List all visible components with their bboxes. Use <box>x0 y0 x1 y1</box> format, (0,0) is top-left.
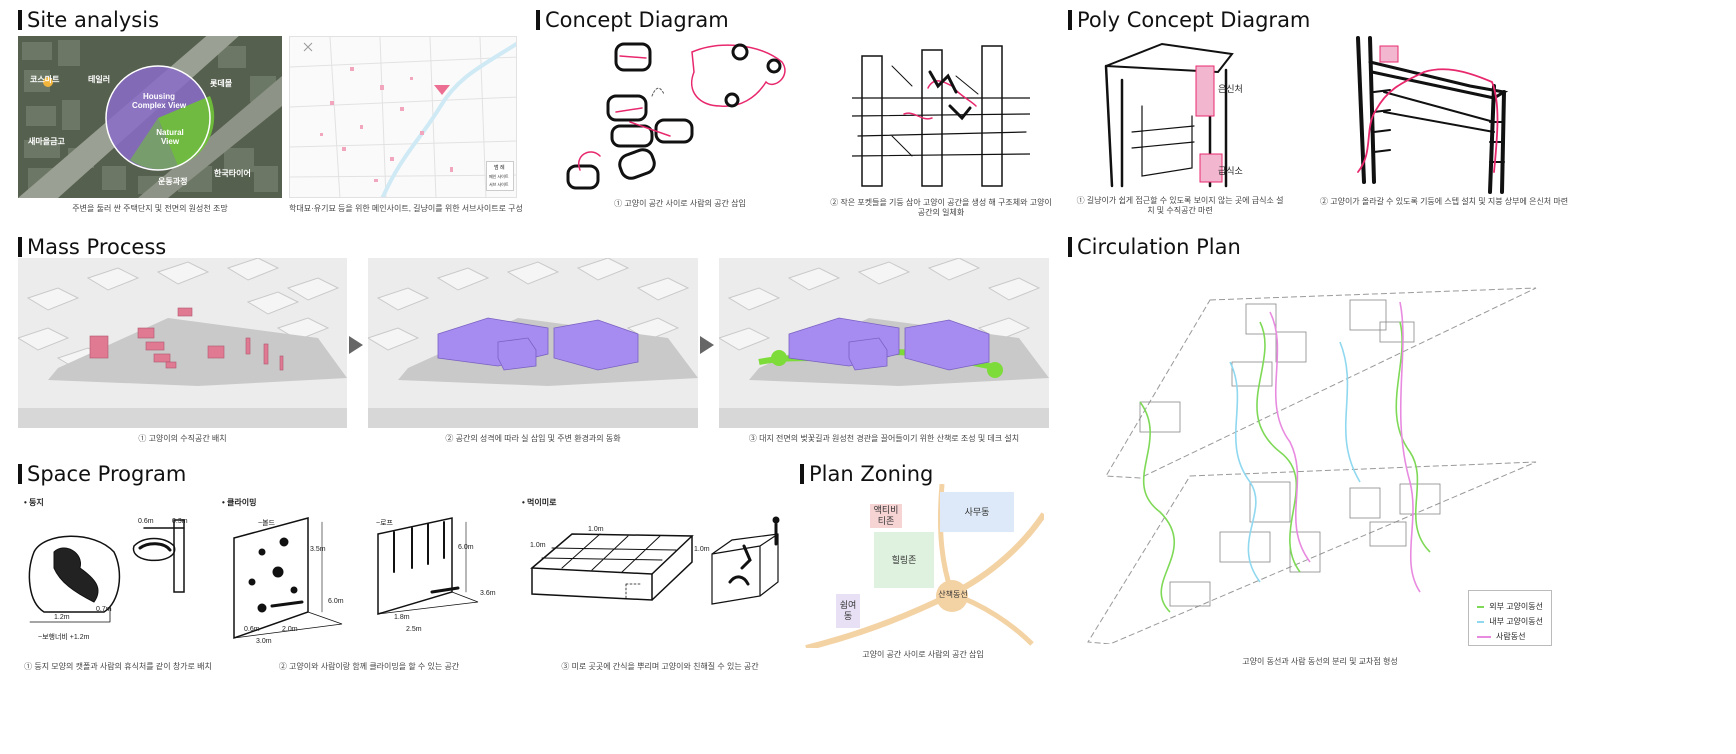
concept-sketch-left <box>560 36 800 196</box>
section-title-space: Space Program <box>18 462 186 486</box>
map-label: 운동과정 <box>158 177 188 186</box>
site-plan-map: 범 례 메인 사이트 서브 사이트 <box>289 36 517 198</box>
poly-caption-left: ① 길냥이가 쉽게 접근할 수 있도록 보이지 않는 곳에 급식소 설치 및 수… <box>1076 196 1284 215</box>
mass-step-2 <box>368 258 698 428</box>
poly-label-feeder: 급식소 <box>1218 166 1243 176</box>
zone-activity: 액티비티존 <box>870 504 902 528</box>
mass-caption-2: ② 공간의 성격에 따라 실 삽입 및 주변 환경과의 동화 <box>445 434 621 443</box>
poly-label-hideout: 은신처 <box>1218 84 1243 94</box>
section-title-zoning: Plan Zoning <box>800 462 933 486</box>
natural-view-label: Natural View <box>156 128 184 146</box>
zone-walkway: 산책동선 <box>938 589 968 599</box>
poly-sketch-left: 은신처 급식소 <box>1092 36 1272 196</box>
map-label: 코스마트 <box>30 75 60 84</box>
mass-arrow-icon <box>700 336 714 354</box>
mass-step-1 <box>18 258 347 428</box>
site-caption-left: 주변을 둘러 싼 주택단지 및 전면의 원성천 조망 <box>72 204 228 213</box>
space-caption-2: ② 고양이와 사람이랑 함께 클라이밍을 할 수 있는 공간 <box>278 662 460 671</box>
legend-item: 사람동선 <box>1477 631 1543 642</box>
zoning-diagram: 액티비티존 사무동 힐링존 산책동선 쉼여동 <box>802 484 1044 648</box>
section-title-concept: Concept Diagram <box>536 8 729 32</box>
poly-caption-right: ② 고양이가 올라갈 수 있도록 기둥에 스텝 설치 및 지붕 상부에 은신처 … <box>1320 197 1569 206</box>
concept-sketch-right <box>852 36 1030 196</box>
map-label: 한국타이어 <box>214 169 251 178</box>
concept-caption-right: ② 작은 포켓들을 기둥 삼아 고양이 공간을 생성 해 구조체와 고양이 공간… <box>830 198 1052 217</box>
concept-caption-left: ① 고양이 공간 사이로 사람의 공간 삽입 <box>614 199 746 208</box>
space-caption-1: ① 둥지 모양의 캣폴과 사람의 휴식처를 같이 창가로 배치 <box>24 662 212 671</box>
space-item-title: • 먹이미로 <box>522 498 557 507</box>
section-title-mass: Mass Process <box>18 235 166 259</box>
mass-step-3 <box>719 258 1049 428</box>
zone-healing: 힐링존 <box>874 532 934 588</box>
site-map-legend: 범 례 메인 사이트 서브 사이트 <box>486 161 514 191</box>
map-label: 롯데몰 <box>210 79 233 88</box>
space-nest-sketch: 0.6m 0.3m 1.2m 0.7m ~보행너비 +1.2m <box>24 512 204 652</box>
mass-arrow-icon <box>349 336 363 354</box>
map-label: 새마을금고 <box>28 137 65 146</box>
map-label: 테일러 <box>88 75 111 84</box>
zone-office: 사무동 <box>940 492 1014 532</box>
zone-rest: 쉼여동 <box>836 594 860 628</box>
section-title-circulation: Circulation Plan <box>1068 235 1241 259</box>
zoning-caption: 고양이 공간 사이로 사람의 공간 삽입 <box>862 650 984 659</box>
space-maze-sketch: 1.0m 1.0m 1.0m <box>522 512 794 652</box>
poly-sketch-right <box>1344 32 1524 196</box>
legend-item: 내부 고양이동선 <box>1477 616 1543 627</box>
mass-caption-3: ③ 대지 전면의 벚꽃길과 원성천 경관을 끌어들이기 위한 산책로 조성 및 … <box>748 434 1020 443</box>
circulation-caption: 고양이 동선과 사람 동선의 분리 및 교차점 형성 <box>1242 657 1398 666</box>
circulation-diagram <box>1080 262 1550 644</box>
space-item-title: • 클라이밍 <box>222 498 257 507</box>
space-climbing-sketch: ~볼드 3.5m 0.6m 2.0m 3.0m 6.0m ~로프 6.0m 1.… <box>222 512 502 652</box>
circulation-legend: 외부 고양이동선 내부 고양이동선 사람동선 <box>1468 590 1552 646</box>
site-caption-right: 학대묘·유기묘 등을 위한 메인사이트, 길냥이를 위한 서브사이트로 구성 <box>289 204 523 213</box>
section-title-poly: Poly Concept Diagram <box>1068 8 1310 32</box>
space-caption-3: ③ 미로 곳곳에 간식을 뿌리며 고양이와 친해질 수 있는 공간 <box>561 662 759 671</box>
housing-view-label: Housing Complex View <box>131 92 187 110</box>
legend-item: 외부 고양이동선 <box>1477 601 1543 612</box>
space-item-title: • 둥지 <box>24 498 44 507</box>
section-title-site: Site analysis <box>18 8 159 32</box>
mass-caption-1: ① 고양이의 수직공간 배치 <box>138 434 227 443</box>
site-aerial-map: 코스마트 테일러 롯데몰 새마을금고 한국타이어 운동과정 Housing Co… <box>18 36 282 198</box>
